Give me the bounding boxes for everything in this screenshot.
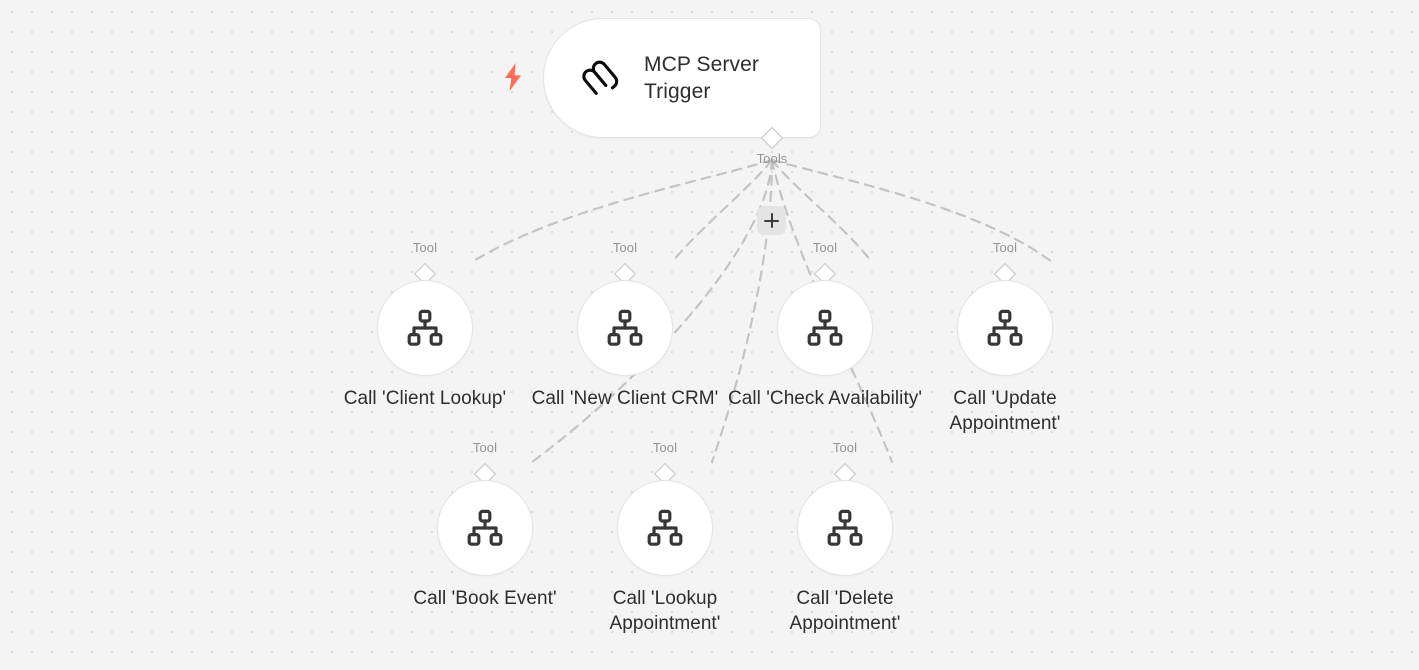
tool-connector-label: Tool — [612, 240, 638, 255]
trigger-title: MCP Server Trigger — [644, 53, 759, 103]
tool-node-body[interactable] — [957, 280, 1053, 376]
tool-connector-label: Tool — [412, 240, 438, 255]
tool-node-body[interactable] — [617, 480, 713, 576]
mcp-server-trigger-node[interactable]: MCP Server Trigger — [543, 18, 821, 138]
tool-node-caption: Call 'Lookup Appointment' — [609, 588, 721, 634]
tool-node-caption: Call 'Client Lookup' — [343, 388, 507, 409]
tool-node-caption: Call 'Check Availability' — [727, 388, 922, 409]
tool-connector-label: Tool — [812, 240, 838, 255]
tool-node-caption: Call 'New Client CRM' — [531, 388, 719, 409]
hierarchy-icon — [802, 305, 848, 351]
hierarchy-icon — [462, 505, 508, 551]
tool-node-caption: Call 'Update Appointment' — [949, 388, 1061, 434]
tool-node-body[interactable] — [377, 280, 473, 376]
tool-node-caption: Call 'Delete Appointment' — [789, 588, 901, 634]
tool-node-caption: Call 'Book Event' — [413, 588, 557, 609]
tools-output-label: Tools — [756, 151, 788, 166]
tool-node-body[interactable] — [777, 280, 873, 376]
mcp-logo-icon — [572, 51, 626, 105]
tool-connector-label: Tool — [832, 440, 858, 455]
add-tool-button[interactable] — [757, 206, 786, 235]
hierarchy-icon — [822, 505, 868, 551]
tool-node-body[interactable] — [577, 280, 673, 376]
hierarchy-icon — [602, 305, 648, 351]
tools-output-endpoint[interactable] — [760, 126, 784, 150]
tool-connector-label: Tool — [472, 440, 498, 455]
lightning-bolt-icon — [500, 62, 526, 92]
hierarchy-icon — [402, 305, 448, 351]
tool-node-body[interactable] — [797, 480, 893, 576]
hierarchy-icon — [982, 305, 1028, 351]
tool-node-body[interactable] — [437, 480, 533, 576]
hierarchy-icon — [642, 505, 688, 551]
tool-connector-label: Tool — [992, 240, 1018, 255]
tool-connector-label: Tool — [652, 440, 678, 455]
plus-icon — [764, 213, 779, 228]
